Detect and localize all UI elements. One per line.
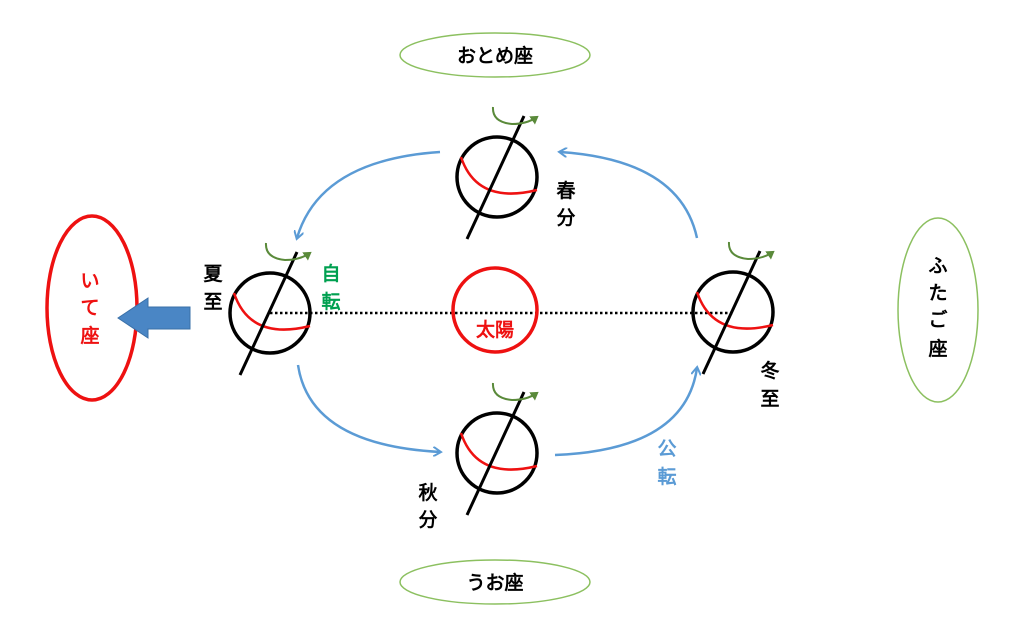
spring-equinox-label-1: 春 — [556, 179, 575, 202]
pisces-label: うお座 — [466, 571, 523, 594]
spring-equinox-label-2: 分 — [556, 207, 575, 229]
revolution-label-2: 転 — [657, 466, 676, 488]
sun: 太陽 — [451, 266, 539, 354]
revolution-label-1: 公 — [657, 438, 676, 460]
gemini-label-2: た — [928, 282, 947, 304]
orbit-arrow-winter-to-spring — [560, 152, 699, 239]
summer-solstice-label-2: 至 — [203, 291, 222, 313]
virgo-label: おとめ座 — [457, 44, 533, 67]
orbit-arrow-autumn-to-winter — [554, 368, 697, 457]
summer-solstice-label-1: 夏 — [203, 263, 223, 285]
rotation-label-2: 転 — [321, 291, 340, 313]
gemini-label-4: 座 — [928, 337, 947, 360]
gemini-label-1: ふ — [928, 255, 947, 277]
sagittarius-label-1: い — [80, 270, 99, 292]
constellation-sagittarius: い て 座 — [45, 214, 139, 402]
sagittarius-label-3: 座 — [80, 324, 99, 347]
earth-winter-solstice — [693, 242, 773, 374]
orbit-arrow-summer-to-autumn — [296, 364, 440, 452]
constellation-pisces: うお座 — [399, 559, 591, 605]
direction-arrow — [117, 297, 191, 339]
autumn-equinox-label-2: 分 — [418, 509, 437, 531]
autumn-equinox-label-1: 秋 — [418, 481, 438, 504]
earth-summer-solstice — [230, 243, 310, 375]
sagittarius-label-2: て — [80, 297, 99, 319]
constellation-gemini: ふ た ご 座 — [897, 217, 979, 403]
constellation-virgo: おとめ座 — [399, 32, 591, 78]
gemini-label-3: ご — [928, 308, 947, 331]
earth-autumn-equinox — [457, 383, 537, 515]
sun-label: 太陽 — [476, 318, 514, 341]
winter-solstice-label-1: 冬 — [760, 359, 779, 382]
winter-solstice-label-2: 至 — [760, 388, 779, 410]
orbit-arrow-spring-to-summer — [297, 150, 441, 238]
rotation-label-1: 自 — [321, 262, 340, 285]
earth-spring-equinox — [457, 107, 537, 239]
